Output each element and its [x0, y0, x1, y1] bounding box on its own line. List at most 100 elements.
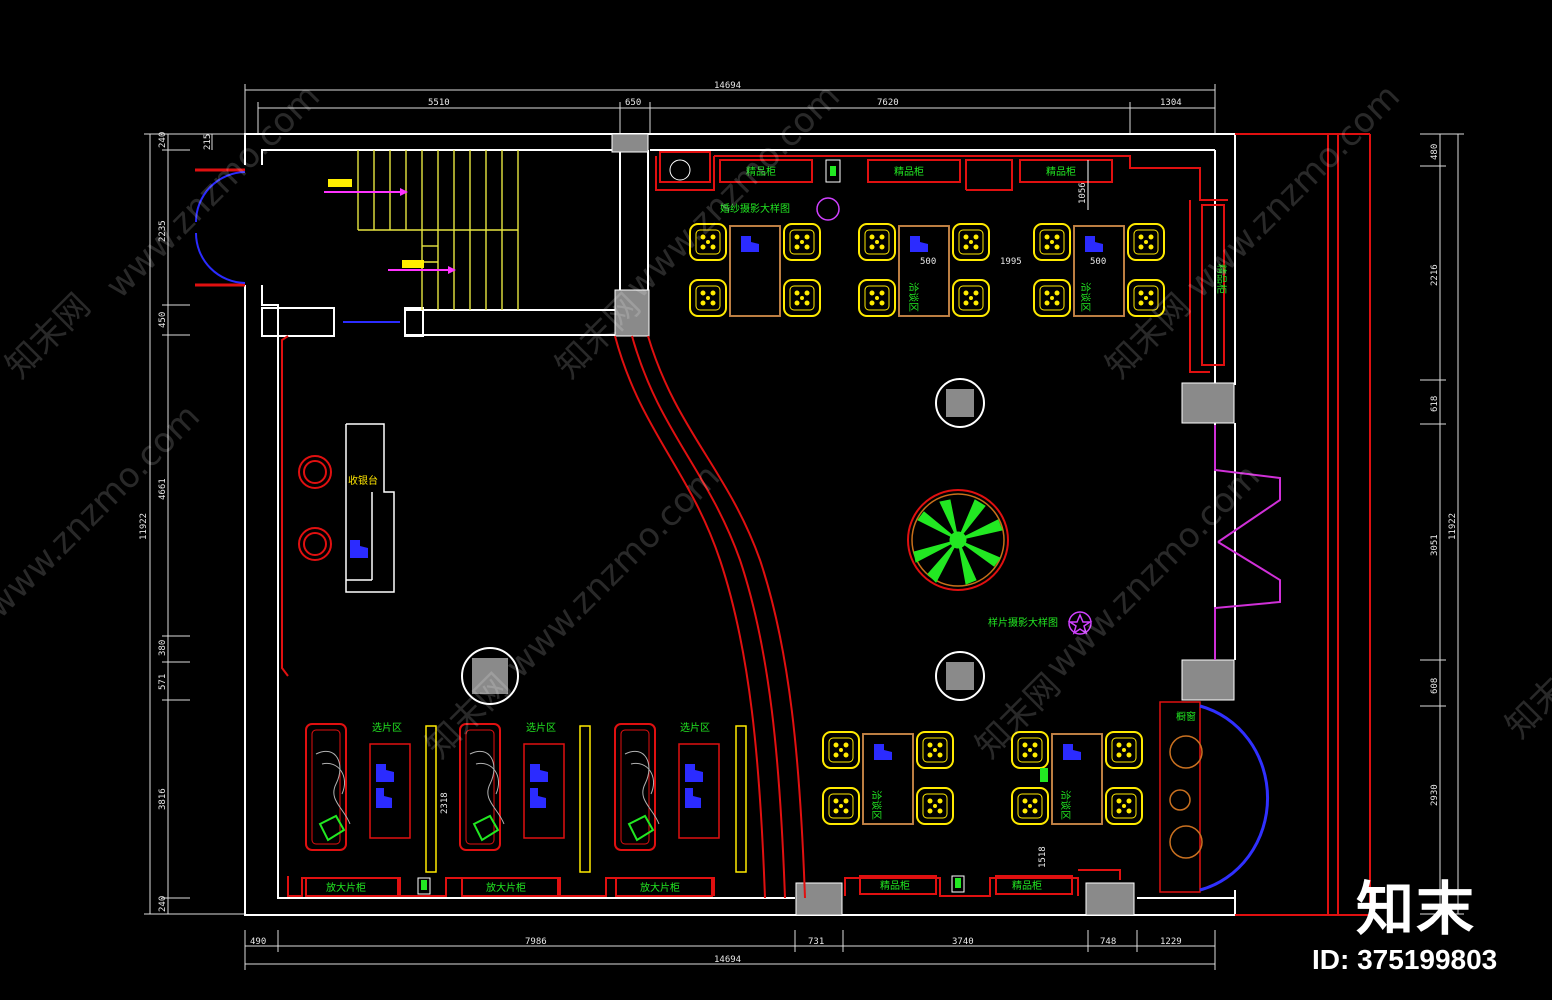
top-cabinets	[655, 151, 1228, 373]
round-tables	[461, 378, 985, 705]
seat-area-labels: 洽谈区 洽谈区 洽谈区 洽谈区	[870, 282, 1092, 820]
watermark-cn-4: 知末网	[418, 666, 518, 766]
cabinet-label-bottom-2: 放大片柜	[486, 881, 526, 894]
bottom-cabinets	[287, 869, 1121, 897]
showcase-label: 橱窗	[1176, 710, 1196, 723]
left-inner-wall	[281, 335, 289, 677]
album-bay-dividers	[425, 725, 747, 873]
side-door	[195, 168, 400, 323]
stair-core-walls	[261, 150, 649, 337]
dim-left-small: 215	[203, 134, 213, 150]
watermark-site-6: www.znzmo.com	[1038, 456, 1268, 686]
dimension-text: 14694 5510 650 7620 1304 490 7986 731 37…	[139, 81, 1458, 965]
dim-int-2: 1995	[1000, 257, 1022, 267]
dim-right-total: 11922	[1448, 513, 1458, 540]
main-entrance-door	[1214, 425, 1281, 660]
dim-left-total: 11922	[139, 513, 149, 540]
seat-label-1: 洽谈区	[907, 282, 920, 312]
cabinet-label-top-1: 精品柜	[746, 165, 776, 178]
seat-label-2: 洽谈区	[1079, 282, 1092, 312]
album-bay-3	[614, 723, 720, 851]
dim-right-3: 618	[1430, 396, 1440, 412]
seat-label-3: 洽谈区	[870, 790, 883, 820]
cashier-label: 收银台	[348, 474, 378, 487]
dim-bottom-4: 3740	[952, 937, 974, 947]
watermark-cn-3: 知末网	[1098, 286, 1198, 386]
dim-int-5: 2318	[440, 792, 450, 814]
cashier-counter	[345, 423, 395, 593]
album-label-1: 选片区	[372, 721, 402, 734]
dim-top-1: 5510	[428, 98, 450, 108]
watermark-site-3: www.znzmo.com	[1178, 76, 1408, 306]
photo-frame-label-mid: 样片摄影大样图	[988, 616, 1058, 629]
cashier-stools	[298, 455, 332, 561]
album-label-3: 选片区	[680, 721, 710, 734]
dim-right-4: 3051	[1430, 534, 1440, 556]
dim-left-1: 240	[158, 132, 168, 148]
dim-right-5: 608	[1430, 678, 1440, 694]
dim-left-8: 240	[158, 896, 168, 912]
showcase-window	[1159, 701, 1269, 893]
cabinet-label-bottom-5: 精品柜	[1012, 879, 1042, 892]
dim-bottom-2: 7986	[525, 937, 547, 947]
album-bay-labels: 选片区 选片区 选片区	[372, 721, 710, 734]
dim-right-1: 480	[1430, 144, 1440, 160]
dim-int-1: 500	[920, 257, 936, 267]
cabinet-label-bottom-3: 放大片柜	[640, 881, 680, 894]
dim-bottom-3: 731	[808, 937, 824, 947]
watermark-site-5: www.znzmo.com	[498, 456, 728, 686]
brand-logo: 知末	[1356, 875, 1477, 943]
dim-bottom-1: 490	[250, 937, 266, 947]
dim-top-2: 650	[625, 98, 641, 108]
stair-arrows	[324, 179, 456, 274]
watermarks: 知末网 www.znzmo.com 知末网 www.znzmo.com 知末网 …	[0, 76, 1552, 766]
curved-partition	[614, 335, 806, 899]
album-label-2: 选片区	[526, 721, 556, 734]
dim-left-4: 4661	[158, 478, 168, 500]
watermark-cn-1: 知末网	[0, 286, 98, 386]
staircase	[357, 150, 519, 310]
watermark-site-4: www.znzmo.com	[0, 396, 208, 626]
dim-bottom-total: 14694	[714, 955, 741, 965]
bottom-cabinet-labels: 放大片柜 放大片柜 放大片柜 精品柜 精品柜	[326, 879, 1042, 894]
dim-right-6: 2930	[1430, 784, 1440, 806]
seat-label-4: 洽谈区	[1059, 790, 1072, 820]
watermark-site-2: www.znzmo.com	[618, 76, 848, 306]
cashier-phone	[350, 540, 368, 558]
seating-group-bottom-2	[1012, 732, 1142, 824]
cabinet-label-right-wall: 精品柜	[1215, 264, 1228, 294]
dim-left-3: 450	[158, 312, 168, 328]
dim-top-total: 14694	[714, 81, 741, 91]
watermark-cn-6: 知末网	[1498, 646, 1552, 746]
album-bay-2	[459, 723, 565, 851]
dim-top-4: 1304	[1160, 98, 1182, 108]
seating-group-top-3	[1034, 224, 1164, 316]
top-cabinet-labels: 精品柜 精品柜 精品柜 精品柜 婚纱摄影大样图 样片摄影大样图	[720, 165, 1228, 629]
cabinet-label-top-3: 精品柜	[1046, 165, 1076, 178]
dim-bottom-6: 1229	[1160, 937, 1182, 947]
planter	[907, 489, 1009, 591]
dim-top-3: 7620	[877, 98, 899, 108]
seating-group-bottom-1	[823, 732, 953, 824]
cabinet-label-top-2: 精品柜	[894, 165, 924, 178]
dim-left-7: 3816	[158, 788, 168, 810]
album-bay-1	[305, 723, 411, 851]
dim-int-6: 1518	[1038, 846, 1048, 868]
bottom-cabinet-accents	[417, 875, 965, 895]
dim-int-4: 1056	[1078, 182, 1088, 204]
section-markers	[816, 197, 1093, 635]
image-id-label: ID: 375199803	[1312, 944, 1498, 975]
dim-right-2: 2216	[1430, 264, 1440, 286]
dimension-lines	[144, 84, 1464, 970]
dim-left-5: 380	[158, 640, 168, 656]
dim-left-2: 2235	[158, 220, 168, 242]
cabinet-label-bottom-1: 放大片柜	[326, 881, 366, 894]
top-cabinet-accents	[825, 159, 1089, 210]
dim-int-3: 500	[1090, 257, 1106, 267]
cabinet-label-bottom-4: 精品柜	[880, 879, 910, 892]
photo-frame-label-top: 婚纱摄影大样图	[720, 202, 790, 215]
outer-walls	[244, 133, 1236, 916]
seating-group-top-2	[859, 224, 989, 316]
dim-left-6: 571	[158, 674, 168, 690]
